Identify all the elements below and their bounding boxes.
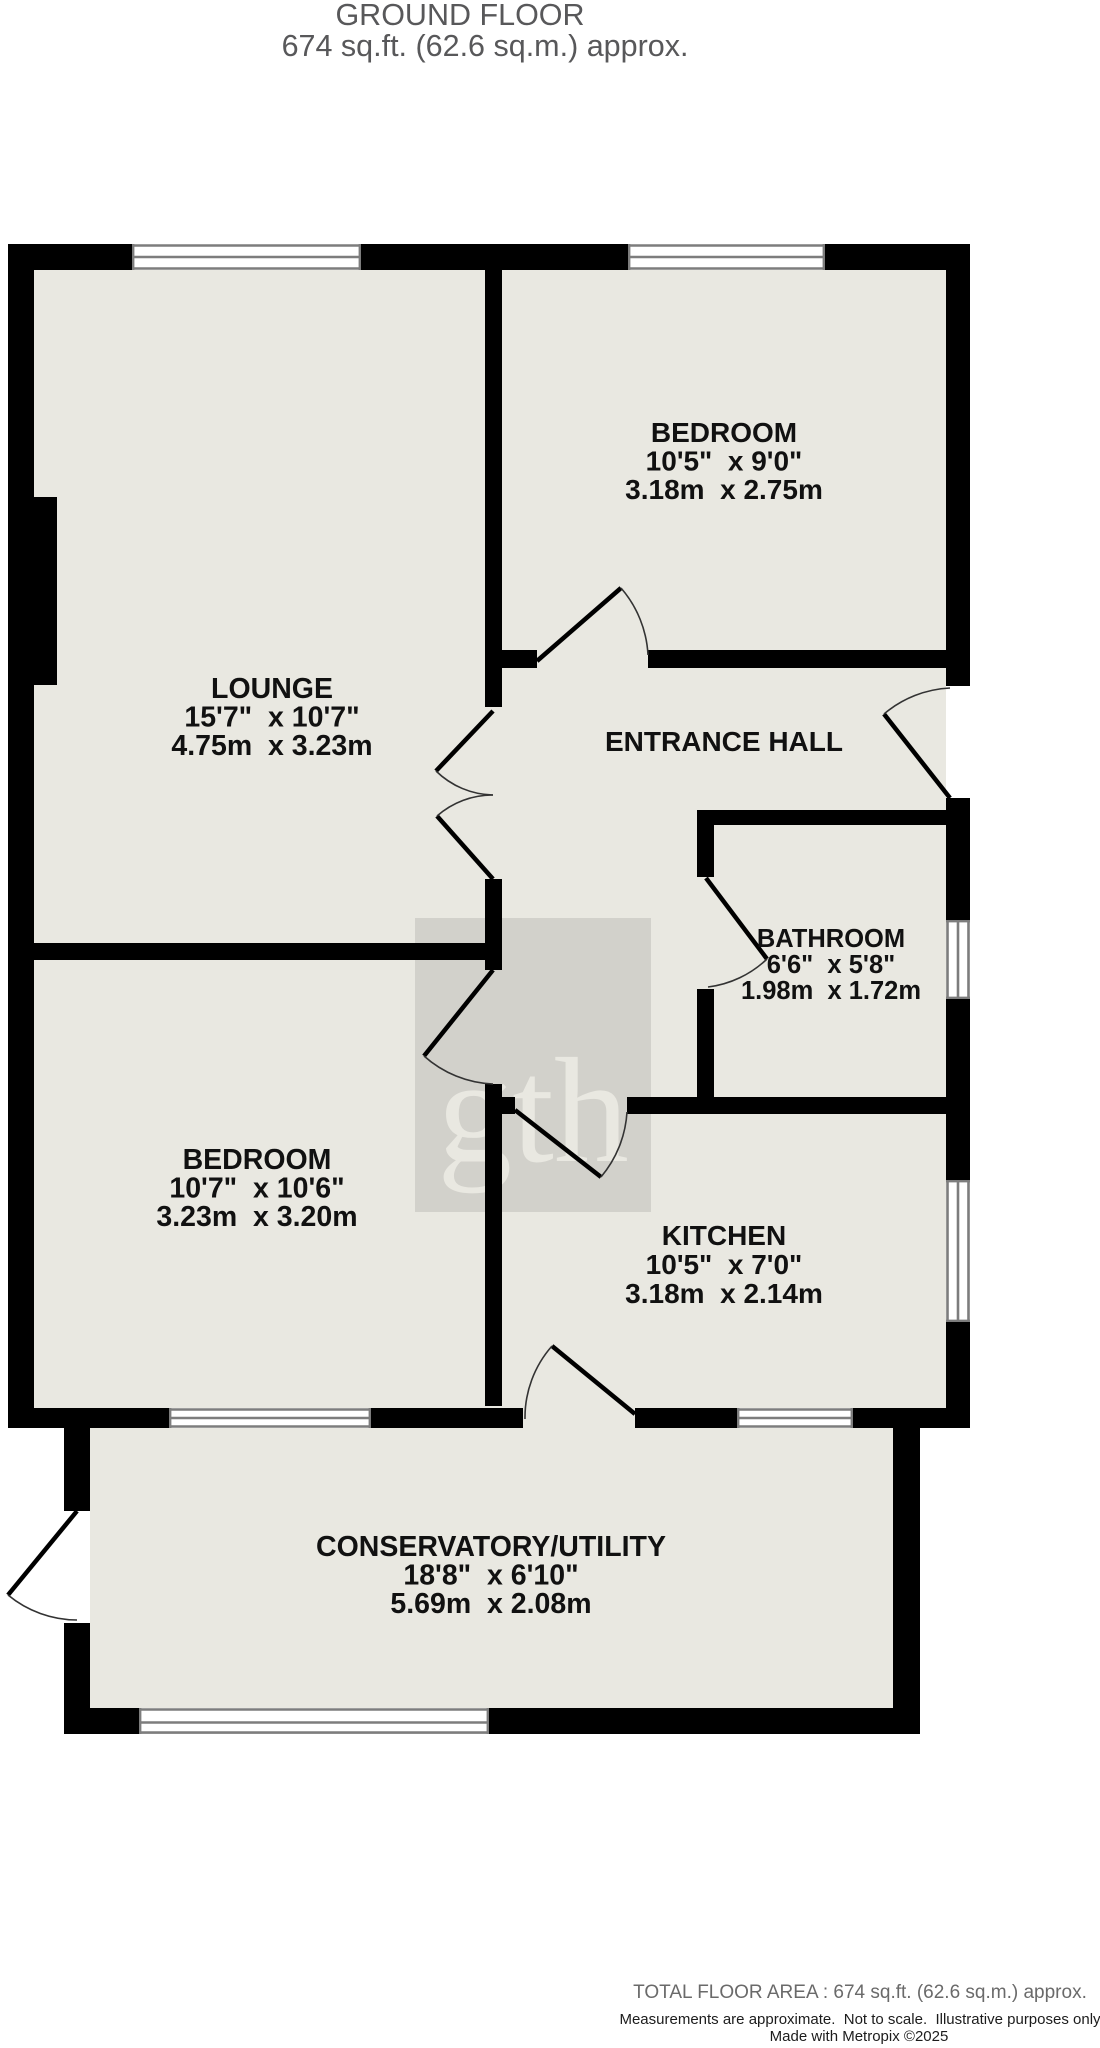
svg-text:4.75m x 3.23m: 4.75m x 3.23m <box>171 730 372 762</box>
svg-text:LOUNGE: LOUNGE <box>211 673 333 705</box>
svg-text:BEDROOM: BEDROOM <box>183 1144 332 1176</box>
svg-text:3.23m x 3.20m: 3.23m x 3.20m <box>156 1201 357 1233</box>
svg-text:3.18m x 2.75m: 3.18m x 2.75m <box>625 474 823 505</box>
svg-text:10'7" x 10'6": 10'7" x 10'6" <box>169 1173 344 1205</box>
svg-text:gth: gth <box>437 1028 629 1194</box>
svg-text:Made with Metropix ©2025: Made with Metropix ©2025 <box>770 2028 949 2045</box>
svg-text:BEDROOM: BEDROOM <box>651 417 797 448</box>
svg-text:10'5" x 9'0": 10'5" x 9'0" <box>646 446 803 477</box>
svg-text:GROUND FLOOR: GROUND FLOOR <box>335 0 584 32</box>
svg-text:18'8" x 6'10": 18'8" x 6'10" <box>403 1560 578 1592</box>
svg-text:1.98m x 1.72m: 1.98m x 1.72m <box>741 977 921 1005</box>
svg-text:6'6" x 5'8": 6'6" x 5'8" <box>767 951 895 979</box>
svg-text:TOTAL FLOOR AREA : 674 sq.ft.: TOTAL FLOOR AREA : 674 sq.ft. (62.6 sq.m… <box>633 1982 1087 2003</box>
svg-text:3.18m x 2.14m: 3.18m x 2.14m <box>625 1278 823 1309</box>
svg-text:BATHROOM: BATHROOM <box>757 925 905 953</box>
svg-text:5.69m x 2.08m: 5.69m x 2.08m <box>390 1588 591 1620</box>
svg-text:15'7" x 10'7": 15'7" x 10'7" <box>184 702 359 734</box>
svg-text:674 sq.ft. (62.6 sq.m.) approx: 674 sq.ft. (62.6 sq.m.) approx. <box>282 29 689 63</box>
svg-text:ENTRANCE HALL: ENTRANCE HALL <box>605 726 843 757</box>
svg-text:CONSERVATORY/UTILITY: CONSERVATORY/UTILITY <box>316 1531 666 1563</box>
svg-text:10'5" x 7'0": 10'5" x 7'0" <box>646 1249 803 1280</box>
svg-text:Measurements are approximate.: Measurements are approximate. Not to sca… <box>619 2011 1100 2028</box>
svg-text:KITCHEN: KITCHEN <box>662 1220 786 1251</box>
